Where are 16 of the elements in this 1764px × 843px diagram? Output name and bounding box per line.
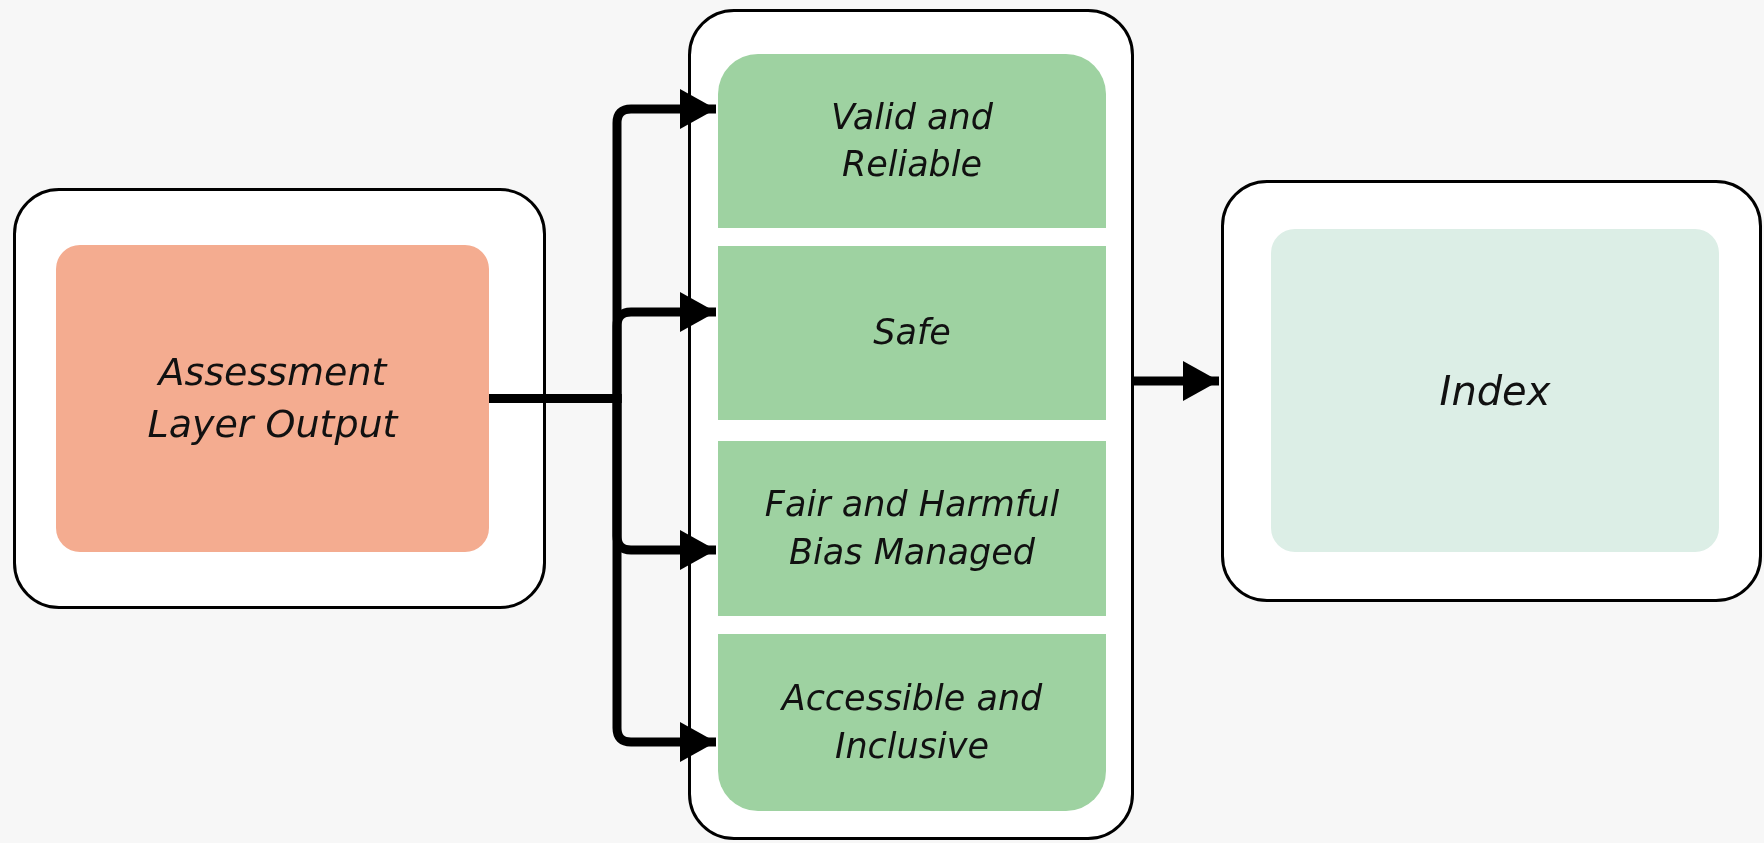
container-box: [688, 9, 1134, 840]
arrow: [1134, 361, 1219, 401]
container-box: [13, 188, 546, 609]
process-box: [718, 54, 1106, 228]
process-box: [1271, 229, 1719, 552]
process-box: [718, 441, 1106, 616]
box-label: Valid and Reliable: [830, 95, 994, 186]
box-label: Accessible and Inclusive: [779, 677, 1044, 768]
process-box: [56, 245, 489, 552]
box-label: Fair and Harmful Bias Managed: [763, 483, 1061, 574]
box-label: Safe: [873, 311, 951, 355]
process-box: [718, 246, 1106, 420]
process-box: [718, 634, 1106, 811]
box-label: Index: [1439, 366, 1551, 416]
container-box: [1221, 180, 1762, 602]
box-label: Assessment Layer Output: [146, 349, 400, 448]
